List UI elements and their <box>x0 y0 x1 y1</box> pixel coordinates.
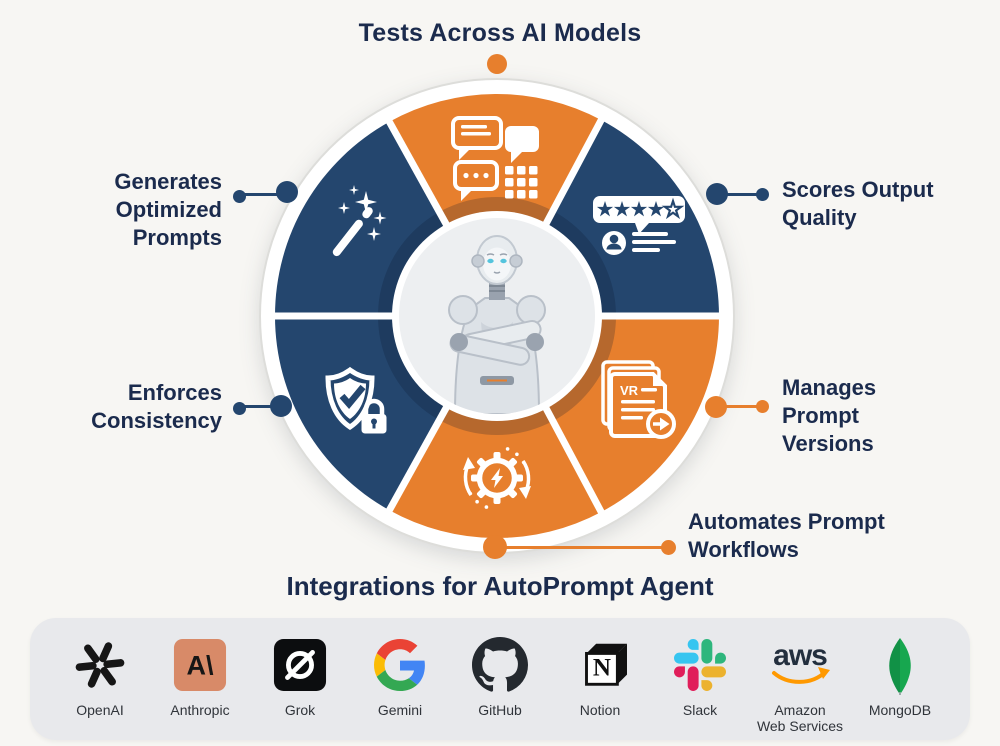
slack-logo-box <box>674 635 726 695</box>
label-generates-optimized-prompts: Generates Optimized Prompts <box>114 169 222 250</box>
grok-logo-icon <box>273 638 327 692</box>
integration-label: Slack <box>682 702 718 718</box>
integration-gemini: Gemini <box>350 618 450 718</box>
integration-label: Gemini <box>377 702 423 718</box>
notion-logo-icon: N <box>585 643 627 686</box>
integration-openai: OpenAI <box>50 618 150 718</box>
integration-mongodb: MongoDB <box>850 618 950 718</box>
top-label: Tests Across AI Models <box>358 19 642 47</box>
integration-label: Anthropic <box>170 702 230 718</box>
integration-label: Grok <box>284 702 316 718</box>
connector-dot-automates-small <box>660 539 676 555</box>
magic-wand-icon <box>332 185 387 257</box>
svg-text:aws: aws <box>773 639 827 672</box>
segment-dividers <box>267 111 727 521</box>
mongodb-logo-box <box>872 635 928 695</box>
svg-text:A\: A\ <box>187 651 214 681</box>
connector-dot-scores-small <box>755 187 769 201</box>
integrations-heading: Integrations for AutoPrompt Agent <box>286 571 714 601</box>
label-manages-prompt-versions: Manages Prompt Versions <box>782 375 877 456</box>
segment-tests <box>389 94 602 226</box>
integration-label: Notion <box>579 702 621 718</box>
grok-logo-box <box>273 635 327 695</box>
label-scores-output-quality: Scores Output Quality <box>782 177 934 230</box>
shield-lock-icon <box>325 366 387 434</box>
integration-aws: aws Amazon Web Services <box>750 618 850 734</box>
version-documents-icon: VR <box>601 360 676 439</box>
label-enforces-consistency: Enforces Consistency <box>91 380 222 433</box>
connector-line-automates <box>495 545 668 549</box>
svg-text:VR: VR <box>620 383 639 398</box>
integration-label: OpenAI <box>76 702 124 718</box>
connector-line-manages <box>716 404 762 408</box>
integration-github: GitHub <box>450 618 550 718</box>
connector-dot-enforces-small <box>232 401 246 415</box>
integration-label: Amazon Web Services <box>756 702 844 734</box>
svg-text:N: N <box>593 655 611 682</box>
connector-dot-manages-big <box>705 396 727 418</box>
integration-notion: N Notion <box>550 618 650 718</box>
github-logo-icon <box>472 637 528 692</box>
connector-dot-automates-big <box>483 535 507 559</box>
integration-label: MongoDB <box>868 702 932 718</box>
connector-dot-generates-big <box>276 181 298 203</box>
google-g-logo-icon <box>374 639 425 691</box>
connector-dot-generates-small <box>232 189 246 203</box>
anthropic-logo-icon: A\ <box>173 638 227 692</box>
segment-automates <box>389 406 602 538</box>
feature-wheel: VR <box>259 78 735 554</box>
integration-label: GitHub <box>478 702 522 718</box>
anthropic-logo-box: A\ <box>173 635 227 695</box>
gemini-logo-box <box>374 635 426 695</box>
openai-logo-icon <box>75 642 125 688</box>
label-automates-prompt-workflows: Automates Prompt Workflows <box>688 509 885 562</box>
robot-illustration <box>448 235 546 414</box>
connector-line-generates <box>239 192 287 196</box>
connector-dot-enforces-big <box>270 395 292 417</box>
chat-bubbles-grid-icon <box>451 116 539 201</box>
integration-grok: Grok <box>250 618 350 718</box>
mongodb-logo-icon <box>889 638 911 695</box>
connector-line-enforces <box>239 405 281 408</box>
integration-anthropic: A\ Anthropic <box>150 618 250 718</box>
aws-logo-box: aws <box>766 635 834 695</box>
gear-automation-icon <box>463 447 531 509</box>
notion-logo-box: N <box>573 635 627 695</box>
openai-logo-box <box>73 635 127 695</box>
github-logo-box <box>472 635 528 695</box>
slack-logo-icon <box>674 639 726 691</box>
connector-dot-top <box>487 54 507 74</box>
aws-logo-icon: aws <box>772 639 830 684</box>
connector-dot-manages-small <box>755 399 769 413</box>
integration-slack: Slack <box>650 618 750 718</box>
connector-dot-scores-big <box>706 183 728 205</box>
integrations-bar: OpenAI A\ Anthropic Grok <box>30 618 970 740</box>
star-rating-review-icon <box>593 196 685 255</box>
connector-line-scores <box>717 192 762 196</box>
